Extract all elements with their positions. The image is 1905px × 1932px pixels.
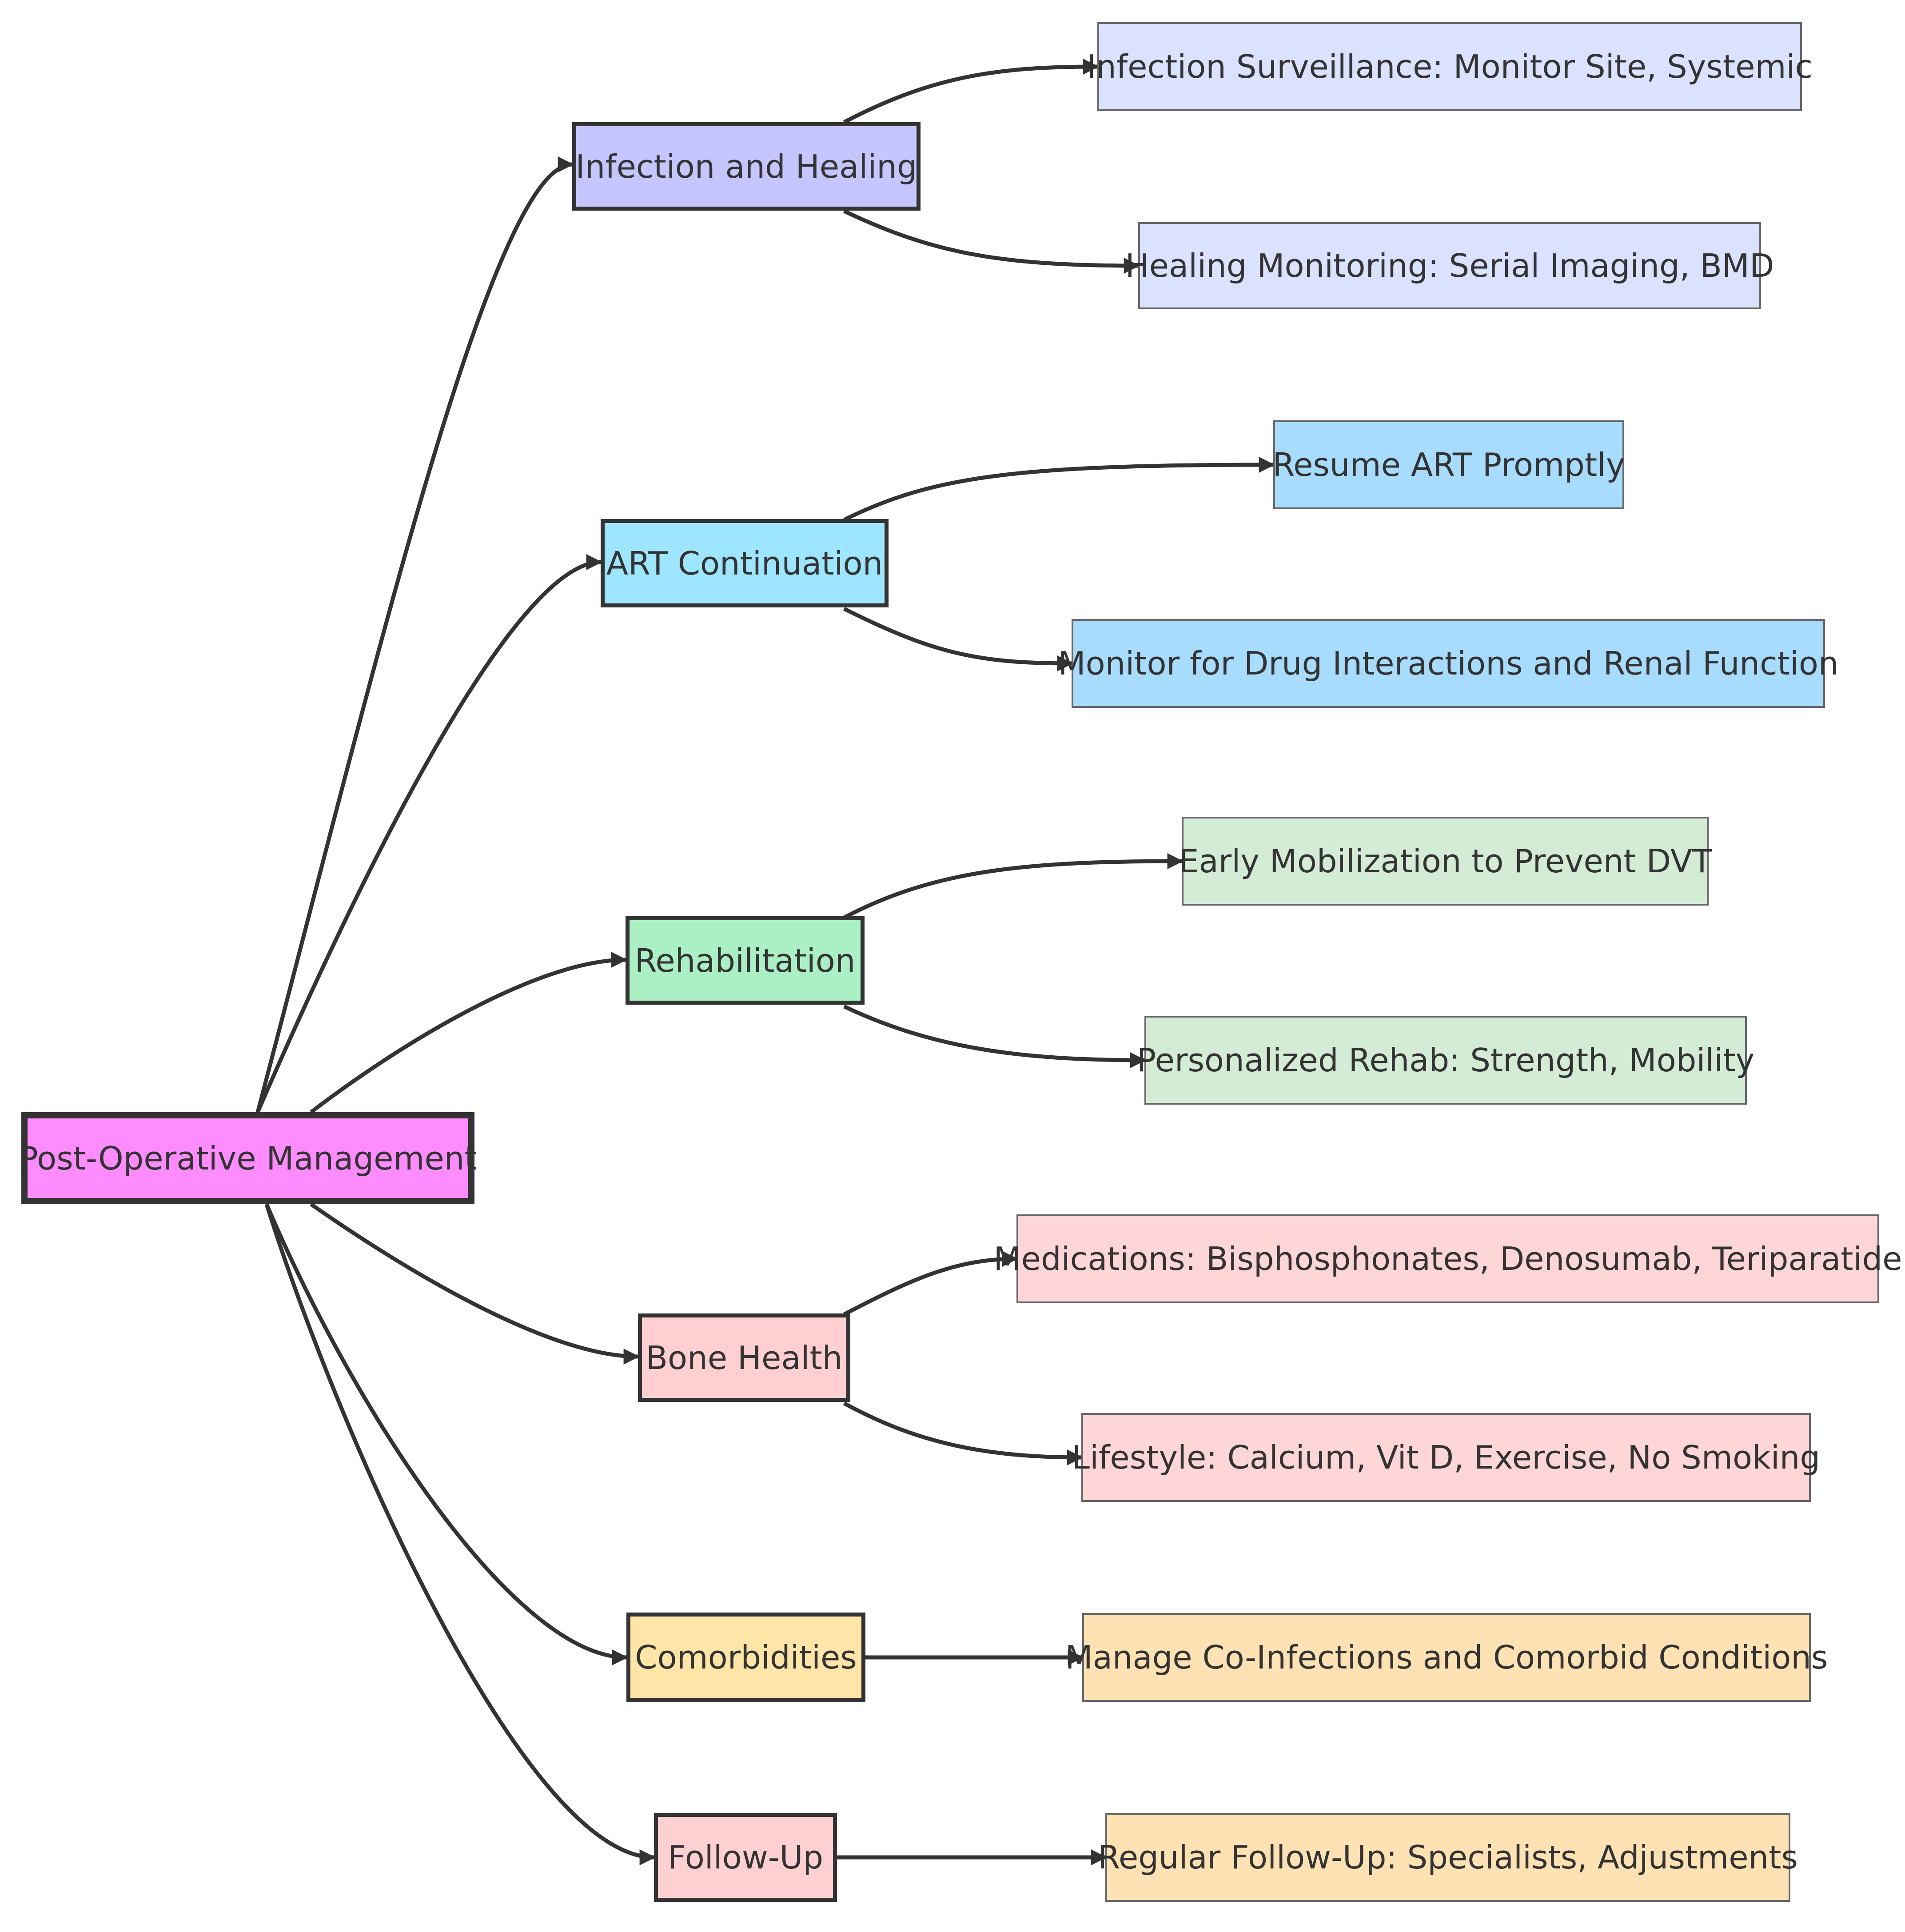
leaf-resume-art[interactable]: Resume ART Promptly [1272,420,1625,509]
edge-root-to-infection-healing [255,156,574,1113]
edge-rehab-to-personalized-rehab [843,1004,1146,1068]
edge-infection-to-surveillance [843,59,1099,124]
edge-art-to-resume [843,457,1275,522]
edge-root-to-comorbidities [264,1203,628,1665]
node-art-continuation[interactable]: ART Continuation [601,519,889,607]
edge-rehab-to-early-mobilization [843,853,1184,919]
leaf-personalized-rehab[interactable]: Personalized Rehab: Strength, Mobility [1137,1016,1754,1105]
leaf-medications[interactable]: Medications: Bisphosphonates, Denosumab,… [994,1214,1902,1303]
leaf-manage-co-infections[interactable]: Manage Co-Infections and Comorbid Condit… [1065,1613,1828,1702]
node-infection-and-healing[interactable]: Infection and Healing [572,122,921,211]
edge-root-to-rehabilitation [310,952,627,1114]
leaf-regular-follow-up[interactable]: Regular Follow-Up: Specialists, Adjustme… [1098,1813,1798,1902]
edge-root-to-follow-up [264,1203,656,1865]
edge-root-to-art-continuation [255,554,602,1113]
leaf-lifestyle[interactable]: Lifestyle: Calcium, Vit D, Exercise, No … [1072,1413,1820,1502]
edge-infection-to-healing-monitoring [843,209,1140,274]
node-rehabilitation[interactable]: Rehabilitation [626,916,865,1005]
edge-bone-to-lifestyle [843,1401,1083,1465]
root-node-post-operative-management[interactable]: Post-Operative Management [19,1112,477,1204]
leaf-healing-monitoring[interactable]: Healing Monitoring: Serial Imaging, BMD [1125,222,1774,309]
node-comorbidities[interactable]: Comorbidities [626,1613,865,1702]
leaf-drug-interactions-renal[interactable]: Monitor for Drug Interactions and Renal … [1058,619,1839,708]
node-bone-health[interactable]: Bone Health [638,1313,850,1402]
leaf-early-mobilization[interactable]: Early Mobilization to Prevent DVT [1179,817,1712,906]
leaf-infection-surveillance[interactable]: Infection Surveillance: Monitor Site, Sy… [1087,22,1813,111]
edge-art-to-drug-interactions [843,607,1073,671]
edge-bone-to-medications [843,1251,1018,1316]
edge-root-to-bone-health [310,1202,640,1365]
node-follow-up[interactable]: Follow-Up [654,1813,837,1902]
